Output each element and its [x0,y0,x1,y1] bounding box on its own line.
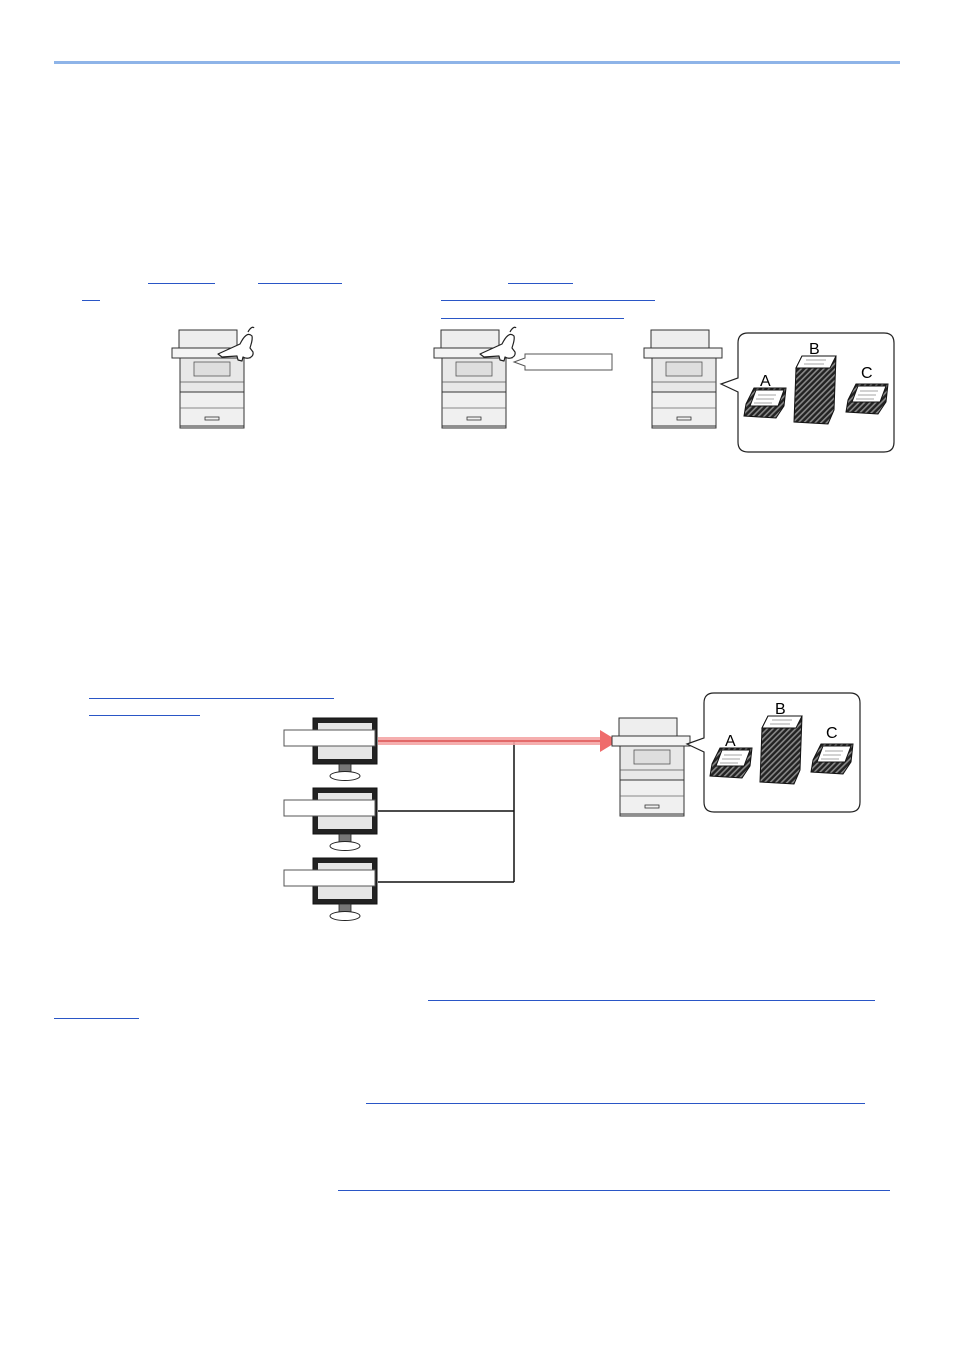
document-stack-icon [793,355,837,425]
link-underline[interactable] [54,1018,139,1019]
link-underline[interactable] [82,300,100,301]
link-underline[interactable] [441,300,655,301]
monitor-icon [312,857,378,921]
header-rule [54,61,900,64]
figure-1: A B C [171,326,895,453]
stack-label-b: B [809,341,820,358]
stack-label-c: C [826,725,838,742]
stack-label-a: A [760,373,771,390]
link-underline[interactable] [89,698,334,699]
callout-box [512,353,613,371]
link-underline[interactable] [148,283,215,284]
monitor-icon [312,787,378,851]
link-underline[interactable] [89,715,200,716]
link-underline[interactable] [441,318,624,319]
link-underline[interactable] [258,283,342,284]
printer-icon [643,329,723,429]
monitor-label-box [283,799,376,817]
monitor-label-box [283,729,376,747]
arrow-icon [378,730,618,752]
link-underline[interactable] [366,1103,865,1104]
monitor-label-box [283,869,376,887]
link-underline[interactable] [508,283,573,284]
stack-label-c: C [861,365,873,382]
link-underline[interactable] [338,1190,890,1191]
stack-label-a: A [725,733,736,750]
monitor-icon [312,717,378,781]
stack-label-b: B [775,701,786,718]
figure-2: A B C [283,692,861,921]
link-underline[interactable] [428,1000,875,1001]
document-stack-icon [759,715,803,785]
printer-icon [611,717,691,817]
